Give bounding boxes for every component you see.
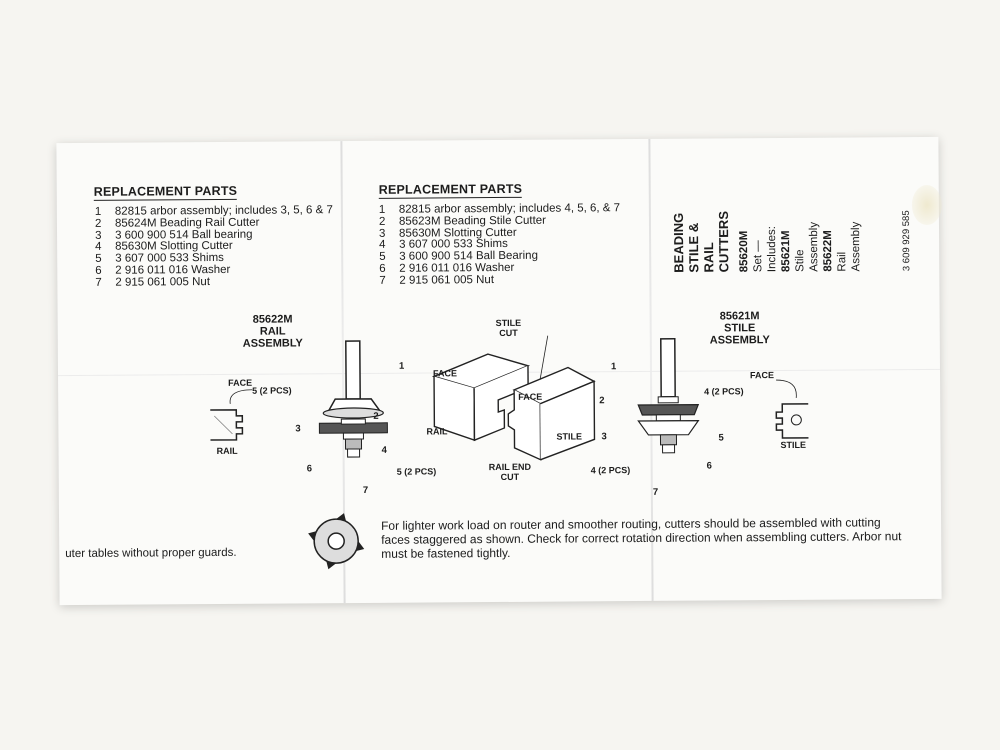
stile-label-right: STILE <box>780 439 807 451</box>
rail-profile-diagram <box>210 409 244 441</box>
callout-6: 6 <box>306 463 313 475</box>
rail-label-middle: RAIL <box>426 426 448 437</box>
callout-5-right: 5 <box>718 432 724 444</box>
callout-7-right: 7 <box>652 486 659 498</box>
left-parts-heading: REPLACEMENT PARTS <box>93 183 238 201</box>
rail-assembly-title: 85622M RAIL ASSEMBLY <box>242 313 303 350</box>
callout-5: 5 (2 PCS) <box>252 385 292 396</box>
rail-cutter-diagram <box>318 340 388 458</box>
assembly-note: For lighter work load on router and smoo… <box>381 515 902 561</box>
paper-stain <box>911 184 942 226</box>
face-label-right: FACE <box>750 370 775 381</box>
face-label-center: FACE <box>518 391 543 402</box>
guard-warning: uter tables without proper guards. <box>65 546 237 561</box>
leader-line <box>229 389 253 404</box>
vertical-title: BEADING STILE & RAIL CUTTERS <box>670 210 732 273</box>
callout-3: 3 <box>295 423 301 435</box>
callout-1-right: 1 <box>610 361 617 373</box>
callout-6-right: 6 <box>706 460 713 472</box>
callout-4b-right: 4 (2 PCS) <box>590 465 631 476</box>
stile-rail-joint-diagram <box>431 335 596 461</box>
callout-4-right: 4 (2 PCS) <box>704 386 744 397</box>
callout-5b: 5 (2 PCS) <box>396 466 437 477</box>
stile-label-middle: STILE <box>556 431 583 442</box>
stile-cut-label: STILE CUT <box>495 317 522 338</box>
rail-end-cut-label: RAIL END CUT <box>488 461 532 482</box>
stile-profile-diagram <box>775 403 809 439</box>
callout-1: 1 <box>398 360 405 372</box>
vertical-set-list: 85620M Set — Includes: 85621M Stile Asse… <box>738 221 863 273</box>
callout-2-right: 2 <box>599 395 605 407</box>
leader-line <box>776 379 797 398</box>
callout-3-right: 3 <box>601 431 607 443</box>
rail-label: RAIL <box>216 445 238 456</box>
sheet-part-number: 3 609 929 585 <box>900 210 913 272</box>
callout-7: 7 <box>362 484 369 496</box>
staggered-cutter-icon <box>308 513 365 570</box>
stile-cutter-diagram <box>637 338 700 454</box>
middle-parts-heading: REPLACEMENT PARTS <box>378 181 523 199</box>
callout-4: 4 <box>381 444 387 456</box>
face-label-left: FACE <box>432 368 458 379</box>
callout-2: 2 <box>373 410 379 422</box>
